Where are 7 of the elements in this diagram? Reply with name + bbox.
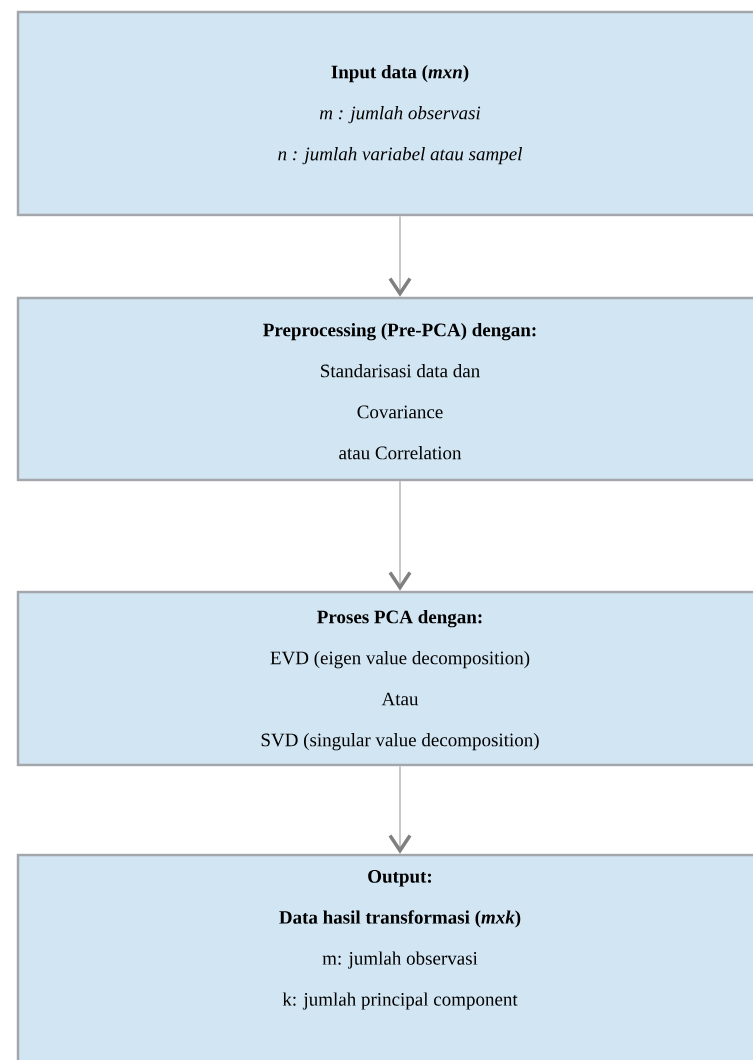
process-box: Output: Data hasil transformasi (mxk) m: jumlah observasi k: jumlah principal component — [16, 853, 753, 1060]
arrow — [388, 480, 412, 591]
process-box: Input data (mxn) m : jumlah observasi n : jumlah variabel atau sampel — [16, 10, 753, 217]
process-box: Preprocessing (Pre-PCA) dengan: Standarisasi data dan Covariance atau Correlation — [16, 296, 753, 482]
process-box: Proses PCA dengan: EVD (eigen value decomposition) Atau SVD (singular value decomposition) — [16, 590, 753, 767]
arrow — [388, 765, 412, 854]
arrow — [388, 215, 412, 297]
